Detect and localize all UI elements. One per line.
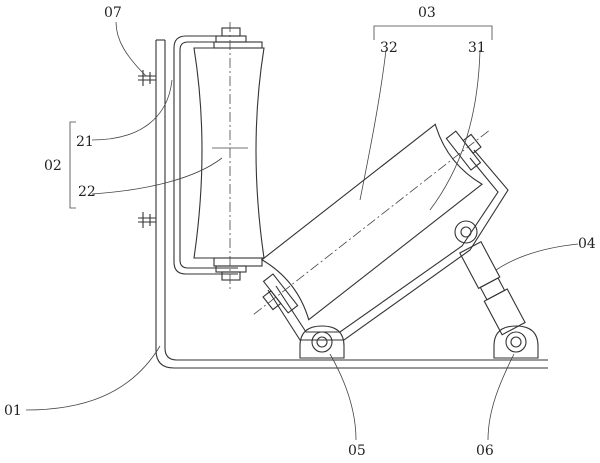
label-02: 02 xyxy=(44,158,62,174)
bolt-lower xyxy=(138,212,156,228)
pivot-06 xyxy=(493,325,539,359)
vertical-roller-02 xyxy=(193,22,265,290)
label-05: 05 xyxy=(348,443,366,459)
inclined-roller-frame-03 xyxy=(253,123,509,341)
label-04: 04 xyxy=(578,236,596,252)
label-01: 01 xyxy=(4,403,22,419)
bracket-02 xyxy=(69,121,76,209)
bracket-03 xyxy=(373,25,493,40)
label-22: 22 xyxy=(78,184,96,200)
pivot-upper xyxy=(454,220,478,244)
label-06: 06 xyxy=(476,443,494,459)
label-21: 21 xyxy=(76,134,94,150)
pivot-05 xyxy=(299,325,345,359)
frame-01 xyxy=(155,39,548,369)
label-32: 32 xyxy=(380,40,398,56)
cylinder-04 xyxy=(459,241,526,336)
label-31: 31 xyxy=(468,40,486,56)
leader-lines xyxy=(25,21,579,441)
label-03: 03 xyxy=(418,5,436,21)
vertical-roller-bracket xyxy=(173,35,238,275)
label-07: 07 xyxy=(104,5,122,21)
bolt-07-upper xyxy=(138,70,156,86)
